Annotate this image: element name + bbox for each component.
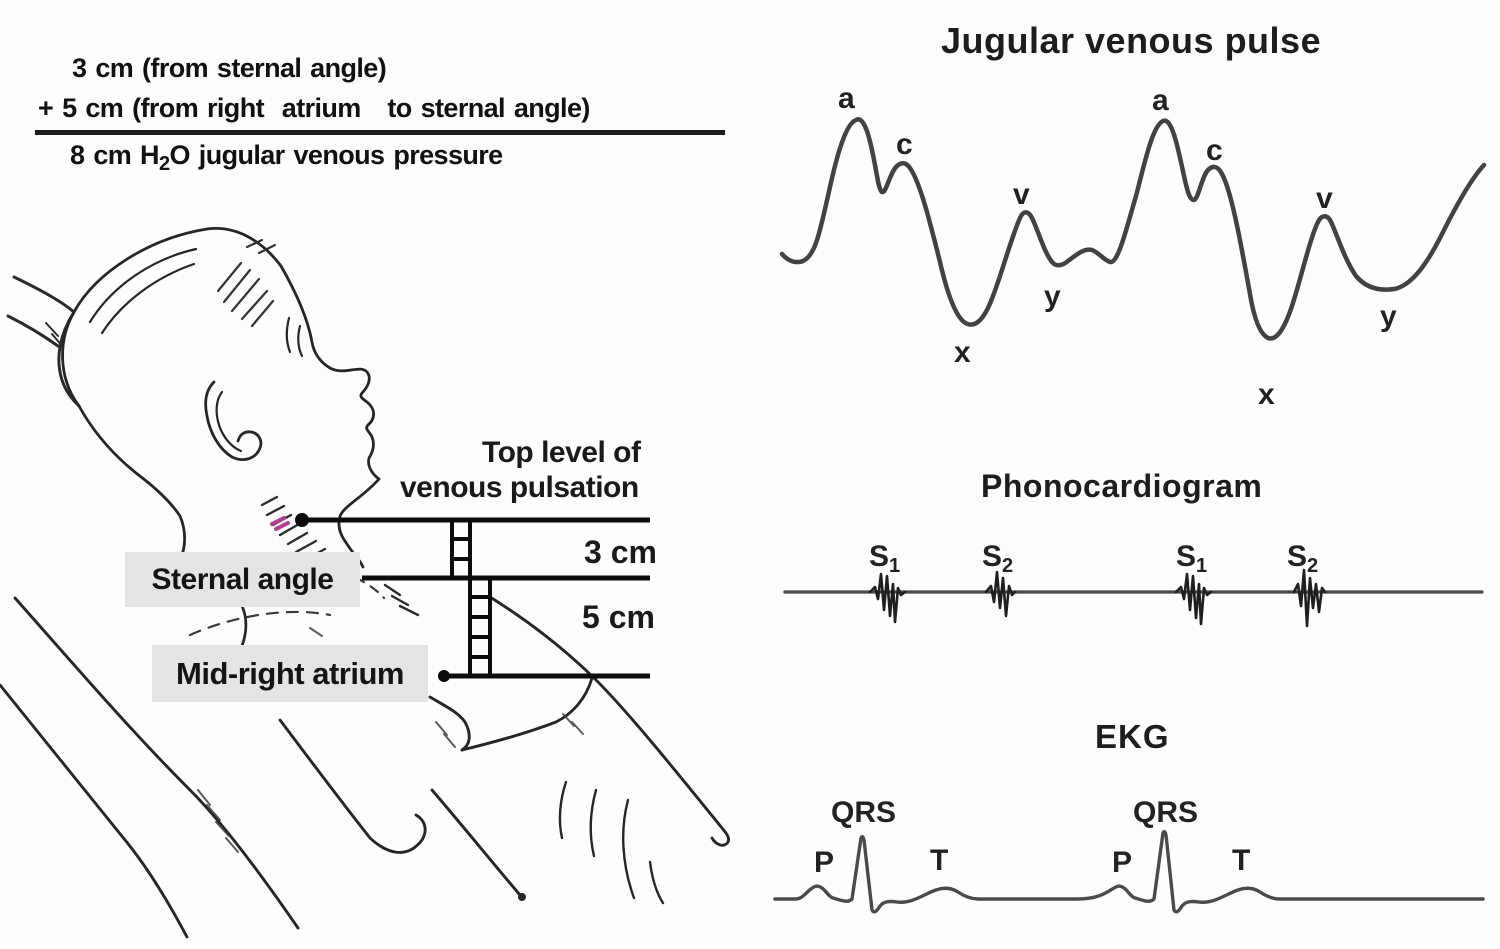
mid-right-atrium-label: Mid-right atrium (152, 645, 428, 702)
jvp-x2-label: x (1258, 378, 1275, 411)
ekg-t1-label: T (930, 844, 949, 877)
distance-3cm-label: 3 cm (584, 534, 657, 570)
formula-sum-rule (35, 130, 725, 135)
distance-5cm-label: 5 cm (582, 599, 655, 635)
ekg-p1-label: P (814, 846, 835, 879)
jvp-c1-label: c (896, 128, 913, 161)
ekg-p2-label: P (1112, 846, 1133, 879)
phono-s2a-label: S2 (982, 540, 1014, 577)
venous-pulsation-dot (295, 513, 309, 527)
jvp-trace (779, 117, 1487, 341)
measurement-lines (295, 513, 650, 682)
ear-sketch (204, 380, 263, 461)
phono-s1a-label: S1 (869, 540, 901, 577)
ekg-title: EKG (1095, 718, 1170, 755)
ekg-qrs1-label: QRS (831, 796, 897, 829)
atrium-dot (438, 670, 450, 682)
ruler-ladder (450, 520, 492, 676)
phono-s2b-label: S2 (1287, 540, 1319, 577)
formula-line2: + 5 cm (from right atrium to sternal ang… (38, 93, 590, 123)
phono-s1b-label: S1 (1176, 540, 1208, 577)
sternal-angle-label: Sternal angle (125, 552, 360, 607)
phono-title: Phonocardiogram (981, 468, 1263, 504)
top-level-label-line1: Top level of (482, 436, 641, 469)
h2o-subscript: 2 (158, 153, 170, 175)
jvp-y2-label: y (1380, 300, 1397, 333)
formula-line1: 3 cm (from sternal angle) (72, 53, 387, 83)
jvp-x1-label: x (954, 336, 971, 369)
hair-strokes (216, 238, 277, 328)
top-level-label-line2: venous pulsation (400, 471, 639, 504)
jvp-title: Jugular venous pulse (941, 20, 1322, 61)
jvp-v2-label: v (1316, 182, 1333, 215)
jvp-v1-label: v (1013, 178, 1030, 211)
formula-result: 8 cm H2O jugular venous pressure (70, 140, 503, 175)
jvp-a1-label: a (838, 82, 855, 115)
phono-trace (783, 568, 1484, 628)
jvp-c2-label: c (1206, 134, 1223, 167)
jvp-y1-label: y (1044, 280, 1061, 313)
ekg-t2-label: T (1232, 844, 1251, 877)
jvp-a2-label: a (1152, 84, 1169, 117)
ekg-trace (773, 830, 1485, 914)
torso-arm-sketch (0, 595, 731, 939)
pulsation-mark (270, 516, 290, 531)
ekg-qrs2-label: QRS (1133, 796, 1199, 829)
